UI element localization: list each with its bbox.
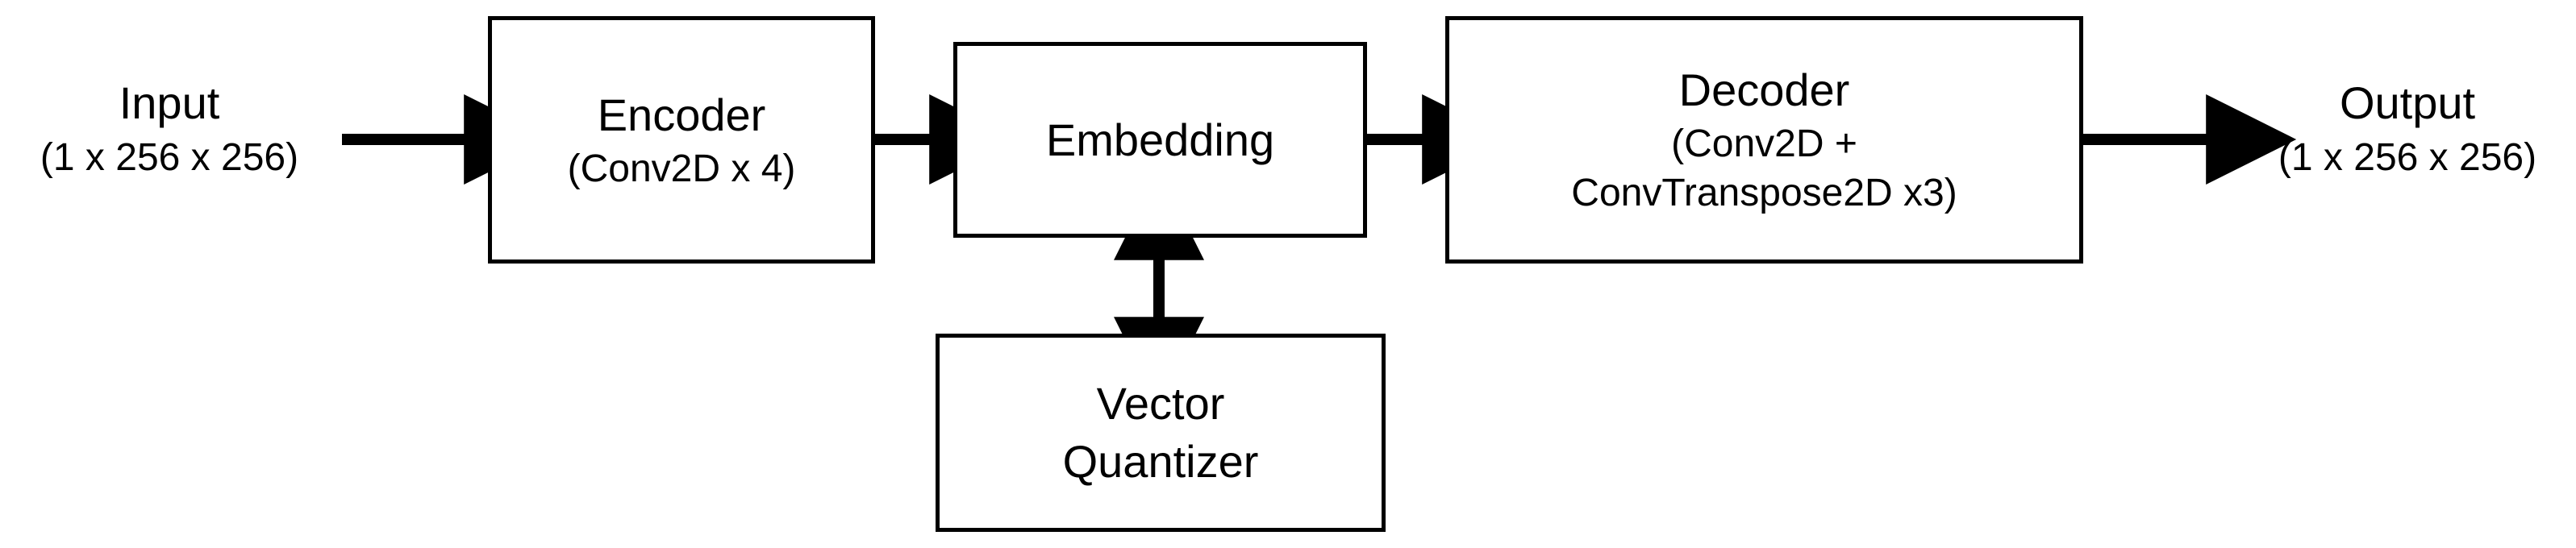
vector-quantizer-title-line-2: Quantizer xyxy=(1062,436,1259,487)
input-label: Input (1 x 256 x 256) xyxy=(8,74,331,183)
output-label-title: Output xyxy=(2339,77,2476,128)
input-label-shape: (1 x 256 x 256) xyxy=(40,135,299,179)
decoder-subtitle-line-1: (Conv2D + xyxy=(1671,122,1857,165)
vector-quantizer-box[interactable]: Vector Quantizer xyxy=(936,334,1386,532)
decoder-box[interactable]: Decoder (Conv2D + ConvTranspose2D x3) xyxy=(1445,16,2083,264)
encoder-title: Encoder xyxy=(597,89,766,140)
decoder-title: Decoder xyxy=(1678,64,1850,116)
output-label: Output (1 x 256 x 256) xyxy=(2246,74,2569,183)
vector-quantizer-title-line-1: Vector xyxy=(1096,378,1225,430)
input-label-title: Input xyxy=(119,77,220,128)
encoder-subtitle: (Conv2D x 4) xyxy=(567,147,796,190)
embedding-title: Embedding xyxy=(1045,114,1275,165)
encoder-box[interactable]: Encoder (Conv2D x 4) xyxy=(488,16,875,264)
output-label-shape: (1 x 256 x 256) xyxy=(2278,135,2537,179)
decoder-subtitle-line-2: ConvTranspose2D x3) xyxy=(1571,172,1957,215)
embedding-box[interactable]: Embedding xyxy=(953,42,1367,238)
